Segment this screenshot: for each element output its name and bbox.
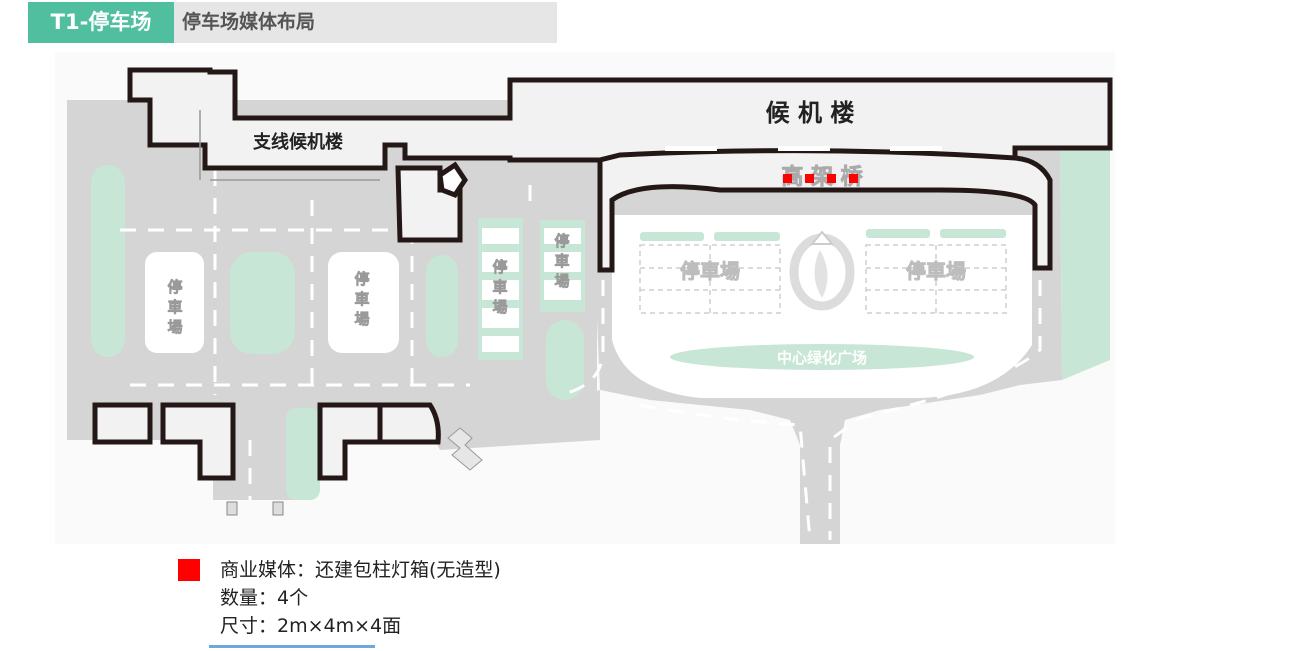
branch-terminal-label: 支线候机楼	[252, 131, 343, 153]
parking-label-strip-b-2: 車	[554, 252, 569, 270]
accent-underline	[209, 645, 375, 648]
parking-label-left-a-2: 車	[167, 298, 182, 316]
building-bottom-b	[160, 402, 236, 481]
legend-media-type: 商业媒体：还建包柱灯箱(无造型)	[220, 559, 501, 581]
building-bottom-a	[92, 402, 153, 445]
road-connector	[430, 390, 600, 450]
parking-grid-center-right	[865, 244, 1007, 314]
parking-lots-center	[639, 244, 1007, 314]
building-bottom-c	[317, 402, 383, 481]
parking-label-strip-a-3: 場	[492, 298, 507, 316]
parking-label-left-b-1: 停	[354, 270, 369, 288]
building-bottom-d	[377, 402, 441, 445]
parking-green-bars	[640, 229, 1006, 241]
elevated-road-label: 高 架 桥	[781, 164, 862, 190]
page-title: 停车场媒体布局	[174, 2, 557, 43]
media-markers	[783, 174, 858, 183]
green-plaza-label: 中心绿化广场	[777, 349, 867, 367]
post-a	[226, 501, 238, 516]
section-tag: T1-停车场	[28, 2, 174, 43]
parking-label-strip-a-2: 車	[492, 278, 507, 296]
parking-block-left-b	[328, 252, 399, 353]
vertical-parking-labels: 停 車 場 停 車 場 停 車 場 停 車 場	[167, 232, 570, 337]
parking-label-left-b-2: 車	[354, 290, 369, 308]
terminal-buildings	[92, 67, 1113, 481]
green-plaza	[670, 344, 974, 370]
parking-label-strip-b-1: 停	[554, 232, 569, 250]
media-marker-4	[849, 174, 858, 183]
media-marker-3	[827, 174, 836, 183]
parking-label-left-a-3: 場	[167, 318, 182, 336]
media-marker-1	[783, 174, 792, 183]
parking-label-center-right: 停車場	[906, 259, 966, 283]
angled-building	[447, 427, 483, 471]
roundabout-leaf	[814, 250, 828, 298]
parking-label-center-left: 停車場	[680, 259, 740, 283]
site-map: 中心绿化广场 停車場 停車場	[55, 52, 1115, 544]
media-marker-2	[805, 174, 814, 183]
green-belt-right	[1060, 150, 1110, 380]
small-building-roof	[437, 161, 469, 199]
gate-marks	[665, 146, 942, 151]
legend-quantity: 数量：4个	[220, 587, 309, 609]
media-legend-swatch	[178, 559, 200, 581]
parking-label-strip-b-3: 場	[554, 272, 569, 290]
parking-label-left-a-1: 停	[167, 278, 182, 296]
roundabout-top	[809, 230, 835, 245]
parking-label-strip-a-1: 停	[492, 258, 507, 276]
parking-label-left-b-3: 場	[354, 310, 369, 328]
outline-gray	[199, 110, 380, 181]
parking-grid-center-left	[639, 244, 781, 314]
parking-block-left-a	[145, 252, 204, 353]
terminal-label: 候 机 楼	[766, 99, 855, 127]
page-header: T1-停车场 停车场媒体布局	[28, 2, 557, 43]
site-map-svg: 中心绿化广场 停車場 停車場	[67, 67, 1113, 544]
parking-strips	[482, 228, 581, 352]
legend-text: 商业媒体：还建包柱灯箱(无造型) 数量：4个 尺寸：2m×4m×4面	[220, 556, 501, 640]
post-b	[272, 501, 284, 516]
legend-size: 尺寸：2m×4m×4面	[220, 615, 402, 637]
